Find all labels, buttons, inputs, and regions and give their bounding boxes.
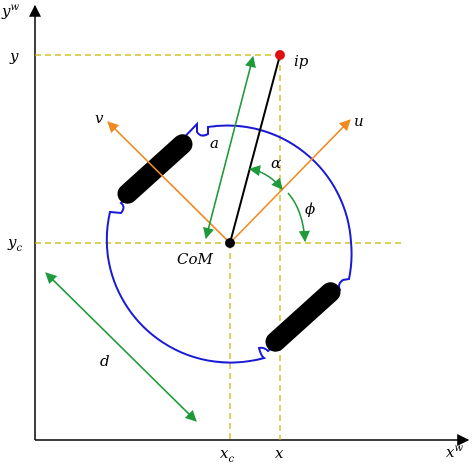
dimension-a bbox=[203, 55, 256, 240]
robot-body-outline bbox=[105, 121, 353, 364]
ip-label: ip bbox=[294, 52, 309, 70]
ip-point bbox=[275, 50, 285, 60]
yc-tick-label: yc bbox=[7, 233, 22, 254]
alpha-arc bbox=[248, 165, 283, 190]
phi-arc bbox=[287, 192, 310, 243]
a-label: a bbox=[210, 134, 219, 152]
d-label: d bbox=[100, 352, 110, 370]
x-tick-label: x bbox=[275, 444, 284, 462]
com-to-ip-line bbox=[229, 54, 281, 244]
u-label: u bbox=[354, 112, 364, 130]
com-label: CoM bbox=[177, 250, 214, 268]
phi-label: ϕ bbox=[305, 200, 315, 218]
x-axis-label: xw bbox=[446, 443, 463, 461]
y-tick-label: y bbox=[9, 47, 19, 65]
v-label: v bbox=[95, 109, 104, 127]
y-axis-label: yw bbox=[1, 2, 19, 20]
com-point bbox=[225, 238, 235, 248]
alpha-label: α bbox=[271, 154, 281, 172]
wheel-bottom-right bbox=[265, 282, 341, 352]
xc-tick-label: xc bbox=[220, 444, 234, 464]
dimension-d bbox=[45, 272, 197, 422]
